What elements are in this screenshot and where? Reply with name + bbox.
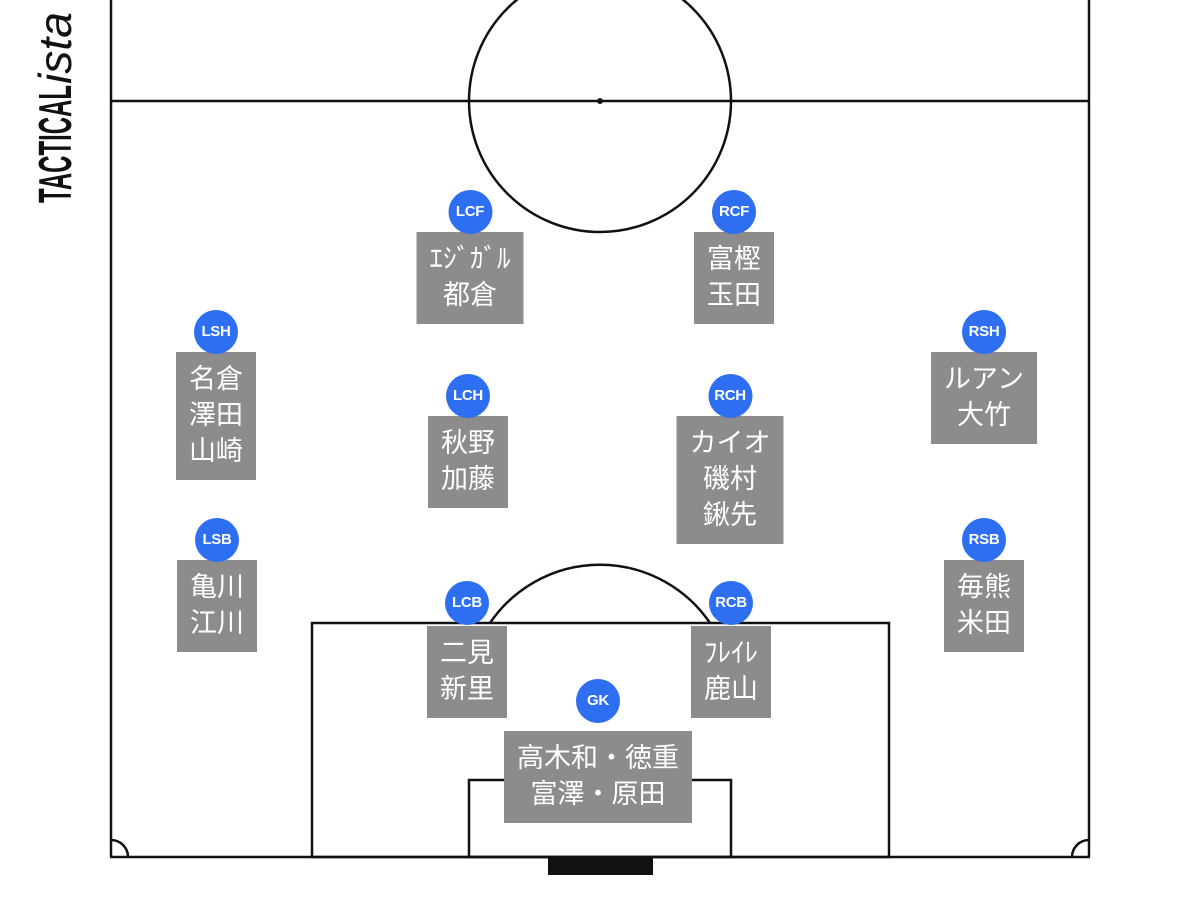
position-badge: LSB [195, 518, 239, 562]
player-name: 都倉 [443, 280, 497, 311]
player-name: 鍬先 [703, 500, 757, 531]
player-name: 富樫 [707, 244, 761, 275]
position-badge: LCB [445, 581, 489, 625]
player-name: 澤田 [189, 400, 243, 431]
player-name: 玉田 [707, 280, 761, 311]
player-name: 富澤・原田 [530, 779, 666, 810]
name-box: ﾌﾚｲﾚ 鹿山 [691, 626, 771, 718]
player-name: 江川 [190, 608, 244, 639]
player-name: 秋野 [441, 428, 495, 459]
center-spot [597, 98, 603, 104]
player-lsb: LSB 亀川 江川 [177, 518, 257, 652]
player-lcb: LCB 二見 新里 [427, 581, 507, 718]
position-badge: RSB [962, 518, 1006, 562]
position-badge: GK [576, 679, 620, 723]
name-box: ルアン 大竹 [931, 352, 1037, 444]
player-name: 新里 [440, 674, 494, 705]
player-name: 亀川 [190, 572, 244, 603]
player-name: 鹿山 [704, 674, 758, 705]
player-rsh: RSH ルアン 大竹 [931, 310, 1037, 444]
player-name: 二見 [440, 638, 494, 669]
name-box: 二見 新里 [427, 626, 507, 718]
player-name: ｴｼﾞｶﾞﾙ [429, 244, 511, 275]
position-badge: RCF [712, 190, 756, 234]
position-badge: LCF [448, 190, 492, 234]
player-lch: LCH 秋野 加藤 [428, 374, 508, 508]
player-name: 名倉 [189, 364, 243, 395]
goal [548, 858, 653, 875]
player-name: 毎熊 [957, 572, 1011, 603]
position-badge: RSH [961, 310, 1006, 354]
position-badge: LSH [194, 310, 238, 354]
name-box: ｴｼﾞｶﾞﾙ 都倉 [416, 232, 524, 324]
name-box: 秋野 加藤 [428, 416, 508, 508]
name-box: 毎熊 米田 [944, 560, 1024, 652]
player-name: ﾌﾚｲﾚ [704, 638, 758, 669]
player-rsb: RSB 毎熊 米田 [944, 518, 1024, 652]
player-gk: GK 高木和・徳重 富澤・原田 [504, 679, 692, 823]
player-name: 加藤 [441, 464, 495, 495]
brand-main-text: TACTICAL [29, 85, 81, 203]
position-badge: RCB [709, 581, 753, 625]
brand-suffix-text: ista [29, 12, 81, 84]
player-rch: RCH カイオ 磯村 鍬先 [676, 374, 784, 544]
player-name: 大竹 [956, 400, 1011, 431]
penalty-arc [488, 563, 712, 624]
player-lcf: LCF ｴｼﾞｶﾞﾙ 都倉 [416, 190, 524, 324]
corner-arc-left [110, 838, 130, 858]
player-name: 米田 [957, 608, 1011, 639]
player-name: カイオ [689, 428, 771, 459]
position-badge: LCH [446, 374, 490, 418]
name-box: 富樫 玉田 [694, 232, 774, 324]
position-badge: RCH [708, 374, 752, 418]
player-rcf: RCF 富樫 玉田 [694, 190, 774, 324]
player-name: 高木和・徳重 [517, 743, 679, 774]
center-circle [467, 0, 733, 234]
player-name: ルアン [944, 364, 1024, 395]
name-box: カイオ 磯村 鍬先 [676, 416, 784, 544]
player-name: 山崎 [189, 436, 243, 467]
name-box: 亀川 江川 [177, 560, 257, 652]
player-rcb: RCB ﾌﾚｲﾚ 鹿山 [691, 581, 771, 718]
name-box: 高木和・徳重 富澤・原田 [504, 731, 692, 823]
corner-arc-right [1070, 838, 1090, 858]
name-box: 名倉 澤田 山崎 [176, 352, 256, 480]
player-name: 磯村 [703, 464, 757, 495]
player-lsh: LSH 名倉 澤田 山崎 [176, 310, 256, 480]
